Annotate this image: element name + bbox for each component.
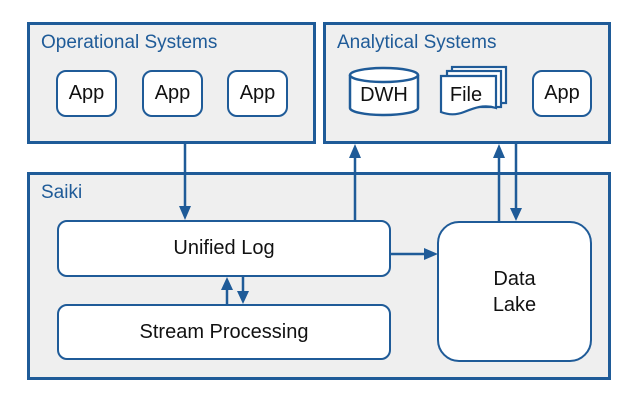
analytical-systems-title: Analytical Systems bbox=[337, 32, 497, 53]
dwh-node[interactable]: DWH bbox=[348, 66, 420, 118]
dwh-label: DWH bbox=[360, 84, 408, 106]
arrowhead-up-icon bbox=[493, 144, 505, 158]
file-label: File bbox=[449, 84, 483, 106]
data-lake-label-line1: Data bbox=[493, 267, 536, 290]
data-lake-node[interactable]: Data Lake bbox=[437, 221, 592, 362]
arrowhead-up-icon bbox=[349, 144, 361, 158]
stream-processing-node[interactable]: Stream Processing bbox=[57, 304, 391, 360]
operational-app-node-3[interactable]: App bbox=[227, 70, 288, 117]
saiki-title: Saiki bbox=[41, 182, 83, 203]
unified-log-node[interactable]: Unified Log bbox=[57, 220, 391, 277]
file-stack-icon bbox=[439, 65, 508, 116]
database-cylinder-icon bbox=[348, 66, 420, 117]
file-node[interactable]: File bbox=[438, 64, 510, 118]
operational-app-node-1[interactable]: App bbox=[56, 70, 117, 117]
operational-systems-title: Operational Systems bbox=[41, 32, 218, 53]
operational-app-node-2[interactable]: App bbox=[142, 70, 203, 117]
analytical-app-node[interactable]: App bbox=[532, 70, 592, 117]
data-lake-label-line2: Lake bbox=[492, 293, 537, 316]
